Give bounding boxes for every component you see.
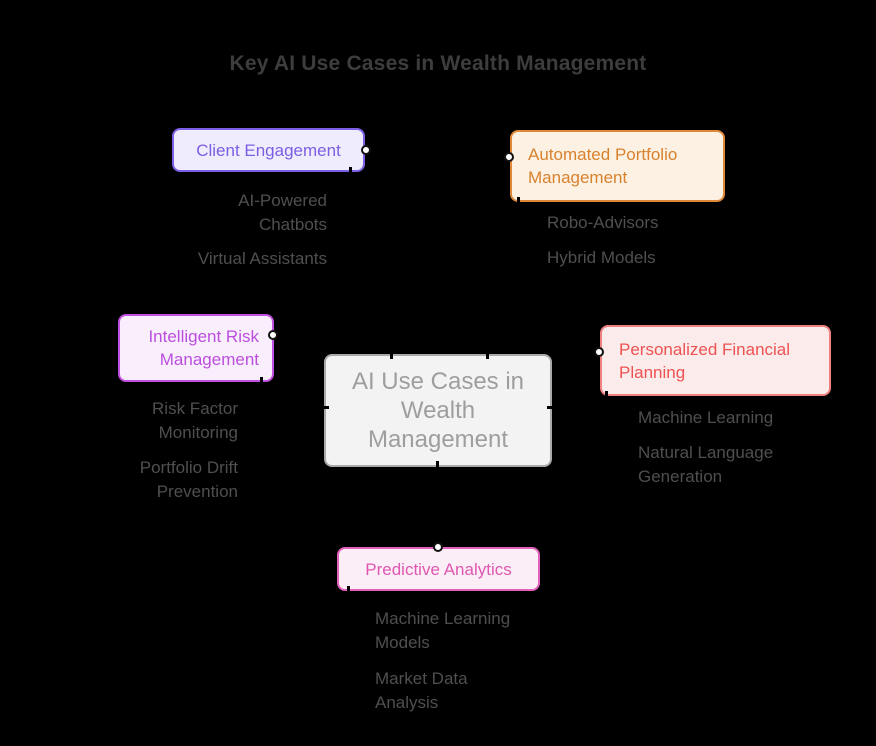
edge-stub bbox=[320, 406, 329, 409]
branch-label: Client Engagement bbox=[196, 140, 341, 160]
edge-stub bbox=[390, 350, 393, 359]
connector-dot-icon bbox=[433, 542, 443, 552]
edge-stub bbox=[605, 391, 608, 400]
leaf-machine-learning: Machine Learning bbox=[638, 408, 774, 427]
center-node: AI Use Cases in Wealth Management bbox=[324, 354, 552, 467]
branch-label: Personalized Financial Planning bbox=[619, 339, 791, 382]
edge-stub bbox=[347, 586, 350, 595]
leaf-risk-factor-monitoring: Risk Factor Monitoring bbox=[152, 399, 238, 442]
edge-stub bbox=[486, 350, 489, 359]
leaf-hybrid-models: Hybrid Models bbox=[547, 248, 656, 267]
branch-personalized-financial-planning: Personalized Financial Planning bbox=[600, 325, 831, 396]
diagram-title: Key AI Use Cases in Wealth Management bbox=[229, 52, 647, 75]
branch-label: Predictive Analytics bbox=[365, 559, 512, 579]
edge-stub bbox=[547, 406, 556, 409]
center-node-label: AI Use Cases in Wealth Management bbox=[351, 368, 525, 453]
leaf-market-data-analysis: Market Data Analysis bbox=[375, 669, 468, 712]
branch-automated-portfolio-management: Automated Portfolio Management bbox=[510, 130, 725, 202]
branch-label: Intelligent Risk Management bbox=[148, 327, 259, 369]
connector-dot-icon bbox=[361, 145, 371, 155]
branch-client-engagement: Client Engagement bbox=[172, 128, 365, 172]
leaf-machine-learning-models: Machine Learning Models bbox=[375, 609, 511, 652]
branch-label: Automated Portfolio Management bbox=[528, 145, 678, 187]
branch-predictive-analytics: Predictive Analytics bbox=[337, 547, 540, 591]
leaf-natural-language-generation: Natural Language Generation bbox=[638, 443, 774, 486]
connector-dot-icon bbox=[504, 152, 514, 162]
edge-stub bbox=[436, 461, 439, 470]
leaf-portfolio-drift-prevention: Portfolio Drift Prevention bbox=[139, 458, 238, 501]
branch-intelligent-risk-management: Intelligent Risk Management bbox=[118, 314, 274, 382]
connector-dot-icon bbox=[594, 347, 604, 357]
leaf-ai-powered-chatbots: AI-Powered Chatbots bbox=[238, 191, 327, 234]
leaf-virtual-assistants: Virtual Assistants bbox=[197, 249, 327, 268]
edge-stub bbox=[349, 167, 352, 176]
edge-stub bbox=[260, 377, 263, 386]
connector-dot-icon bbox=[268, 330, 278, 340]
leaf-robo-advisors: Robo-Advisors bbox=[547, 213, 659, 232]
edge-stub bbox=[517, 197, 520, 206]
